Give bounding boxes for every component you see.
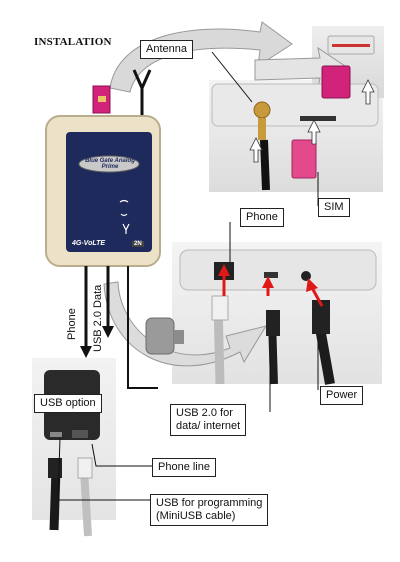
label-power: Power <box>320 386 364 405</box>
label-usb-option: USB option <box>34 394 102 413</box>
arrow-up-sim-3 <box>361 79 375 105</box>
cable-usb-arrow <box>102 326 114 338</box>
label-usb-data-line2: data/ internet <box>176 420 241 432</box>
label-usb-programming-line2: (MiniUSB cable) <box>156 510 236 522</box>
sim-card-photo <box>291 139 317 179</box>
power-adapter <box>145 317 175 355</box>
cable-label-usb: USB 2.0 Data <box>92 284 104 352</box>
antenna-connector-photo <box>253 101 271 119</box>
label-phone-line: Phone line <box>152 458 216 477</box>
arrow-up-sim-2 <box>307 119 321 145</box>
label-usb-data-line1: USB 2.0 for <box>176 407 233 419</box>
leader-usb-prog <box>57 437 150 501</box>
device-logo-oval <box>78 155 140 173</box>
cable-phone-arrow <box>80 346 92 358</box>
miniusb-port <box>264 272 278 278</box>
label-usb-programming-line1: USB for programming <box>156 497 263 509</box>
label-usb-programming: USB for programming (MiniUSB cable) <box>150 494 269 526</box>
phone-status-icon <box>120 213 128 217</box>
leader-phone-line <box>91 443 152 467</box>
device-model: Prime <box>101 164 119 170</box>
antenna-status-icon <box>122 223 130 234</box>
signal-icon <box>119 199 129 203</box>
device-brand: 2N <box>132 241 144 247</box>
label-antenna: Antenna <box>140 40 193 59</box>
sim-card-top <box>321 65 351 99</box>
miniusb-cable-photo <box>49 469 61 531</box>
cable-label-phone: Phone <box>66 308 78 340</box>
label-usb-data: USB 2.0 for data/ internet <box>170 404 247 436</box>
label-phone: Phone <box>240 208 284 227</box>
device-panel-text: Blue Gate Analog Prime <box>80 158 140 170</box>
phone-line-cable-photo <box>80 469 92 537</box>
device-panel <box>66 132 152 252</box>
power-cable-photo <box>315 327 335 385</box>
connector-block <box>179 249 377 291</box>
sim-slot <box>300 116 336 121</box>
arrow-up-sim-1 <box>249 137 263 163</box>
leader-antenna-to-photo <box>211 51 253 103</box>
device-badge: 4G-VoLTE <box>72 240 106 247</box>
device-name: Blue Gate Analog <box>85 158 135 164</box>
sim-slot-housing <box>211 83 379 127</box>
curve-arrow-bottom <box>103 281 268 367</box>
curve-arrow-top <box>109 21 293 93</box>
page-title: INSTALATION <box>34 36 112 48</box>
label-sim: SIM <box>318 198 350 217</box>
cable-power <box>127 266 158 389</box>
